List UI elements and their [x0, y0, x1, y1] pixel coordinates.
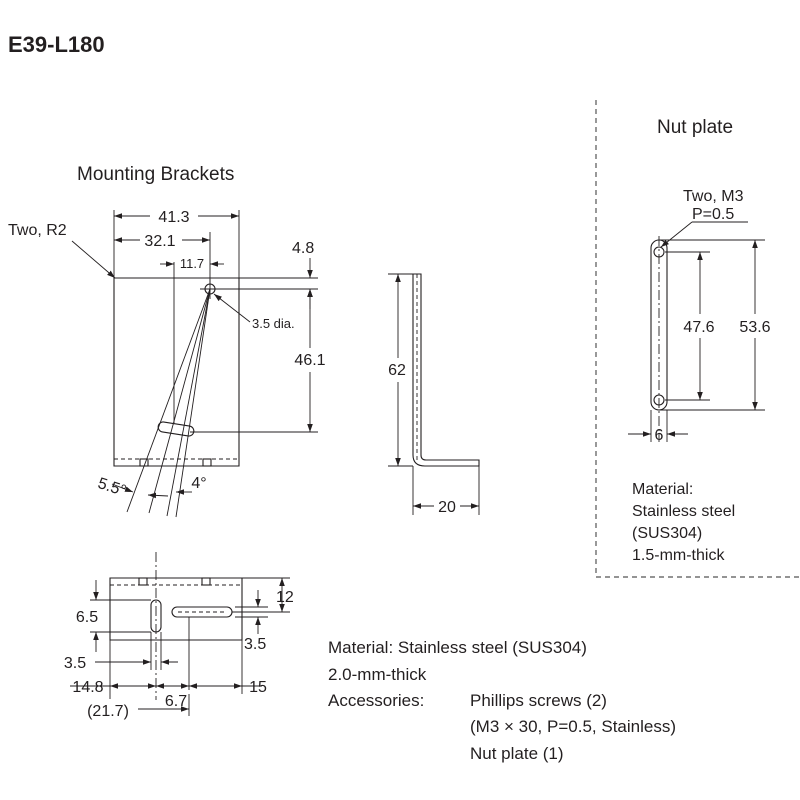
- bracket-bottom-view: 12 3.5 6.5 3.5 14.8 6.7 15: [56, 552, 294, 721]
- nut-plate-heading: Nut plate: [657, 117, 733, 138]
- dim-bottom-14-8: 14.8: [72, 679, 103, 696]
- dim-hole-dia: 3.5 dia.: [252, 316, 295, 331]
- dim-bottom-15: 15: [249, 679, 267, 696]
- bracket-side-view: 62 20: [384, 273, 480, 516]
- nut-dim-inner: 47.6: [683, 319, 714, 336]
- bracket-front-view: Mounting Brackets Two, R2 41.3 32.1 11.7: [8, 164, 330, 518]
- corner-note: Two, R2: [8, 222, 67, 239]
- corner-leader: [71, 240, 116, 279]
- bracket-side-profile: [412, 273, 480, 467]
- spec-accessory-screws: Phillips screws (2): [470, 691, 607, 710]
- section-divider: [595, 100, 800, 578]
- spec-accessories-label: Accessories:: [328, 691, 424, 710]
- bracket-plate-outline: [113, 277, 240, 467]
- dim-top-offset: 4.8: [292, 240, 314, 257]
- nut-dim-outer: 53.6: [739, 319, 770, 336]
- product-title: E39-L180: [8, 32, 105, 57]
- nut-material-line-4: 1.5-mm-thick: [632, 547, 725, 564]
- nut-material-line-1: Material:: [632, 481, 693, 498]
- dim-angle-right: 4°: [191, 475, 206, 492]
- tilt-slot: [157, 421, 195, 437]
- dim-height: 62: [388, 362, 406, 379]
- spec-notes: Material: Stainless steel (SUS304) 2.0-m…: [328, 638, 676, 763]
- dim-hole-x: 32.1: [144, 233, 175, 250]
- dim-slot-x: 11.7: [180, 256, 204, 271]
- dim-bottom-21-7: (21.7): [87, 703, 129, 720]
- dim-bottom-3-5-left: 3.5: [64, 655, 86, 672]
- dim-width: 41.3: [158, 209, 189, 226]
- dim-bottom-6-7: 6.7: [165, 693, 187, 710]
- bracket-base-outline: [109, 577, 243, 641]
- dim-angle-left: 5.5°: [96, 475, 128, 500]
- bracket-heading: Mounting Brackets: [77, 164, 234, 185]
- nut-material-line-3: (SUS304): [632, 525, 702, 542]
- spec-thickness: 2.0-mm-thick: [328, 665, 427, 684]
- dim-bottom-12: 12: [276, 589, 294, 606]
- nut-plate-screw-note: Two, M3: [683, 188, 744, 205]
- spec-material: Material: Stainless steel (SUS304): [328, 638, 587, 657]
- dim-bottom-6-5: 6.5: [76, 609, 98, 626]
- spec-accessory-nut-plate: Nut plate (1): [470, 744, 564, 763]
- tab-right: [202, 458, 212, 467]
- spec-accessory-screws-detail: (M3 × 30, P=0.5, Stainless): [470, 717, 676, 736]
- nut-plate-pitch-note: P=0.5: [692, 206, 734, 223]
- nut-material-line-2: Stainless steel: [632, 503, 735, 520]
- nut-dim-width: 6: [655, 427, 664, 444]
- nut-plate-section: Nut plate Two, M3 P=0.5 47.6 53.6 6 Mate…: [595, 100, 800, 578]
- dim-depth: 20: [438, 499, 456, 516]
- dim-bottom-3-5-right: 3.5: [244, 636, 266, 653]
- dim-hole-span: 46.1: [294, 352, 325, 369]
